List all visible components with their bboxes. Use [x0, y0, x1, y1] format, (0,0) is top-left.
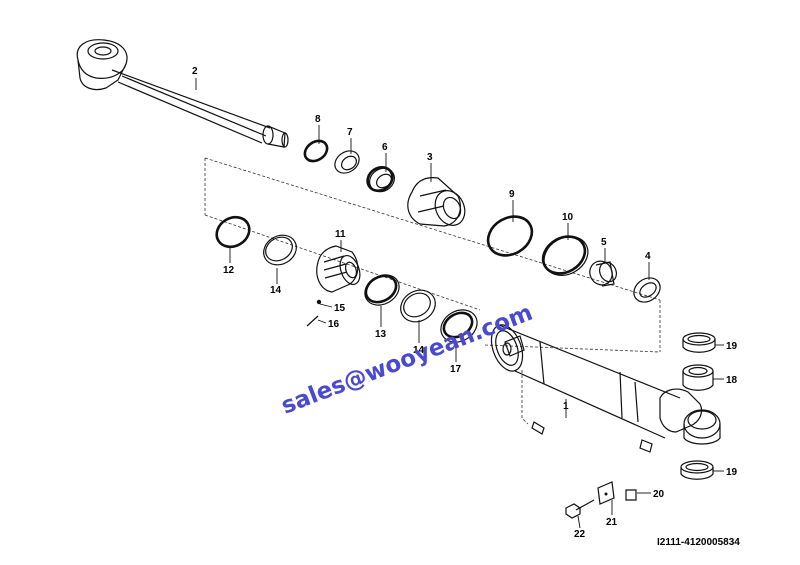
o-ring-9 — [486, 215, 534, 257]
part-label-13: 13 — [375, 329, 387, 340]
part-label-18: 18 — [726, 375, 738, 386]
o-ring-12 — [215, 215, 251, 249]
seal-ring-19-bottom — [680, 460, 714, 480]
part-label-14-right: 14 — [413, 345, 425, 356]
part-label-1: 1 — [563, 401, 569, 412]
cylinder-head-3 — [407, 177, 466, 227]
part-label-15: 15 — [334, 303, 346, 314]
seal-7 — [334, 150, 360, 174]
part-label-14-left: 14 — [270, 285, 282, 296]
part-label-21: 21 — [606, 517, 618, 528]
bushing-5 — [589, 260, 617, 287]
part-label-16: 16 — [328, 319, 340, 330]
part-label-22: 22 — [574, 529, 586, 540]
part-label-7: 7 — [347, 127, 353, 138]
ring-4 — [633, 277, 661, 303]
spherical-bearing-18 — [682, 364, 714, 391]
part-label-20: 20 — [653, 489, 665, 500]
part-label-6: 6 — [382, 142, 388, 153]
part-label-5: 5 — [601, 237, 607, 248]
part-label-19-top: 19 — [726, 341, 738, 352]
seal-ring-19-top — [682, 332, 716, 353]
part-label-19-bottom: 19 — [726, 467, 738, 478]
backup-ring-10 — [541, 235, 589, 276]
hydraulic-tube-20 — [529, 421, 637, 501]
part-labels: 2 8 7 6 3 9 10 5 4 11 12 14 15 16 13 14 … — [192, 66, 738, 540]
drawing-reference: I2111-4120005834 — [657, 537, 740, 548]
part-label-11: 11 — [335, 229, 346, 240]
clamp-21 — [597, 481, 615, 505]
piston-rod — [76, 39, 289, 148]
part-label-12: 12 — [223, 265, 235, 276]
part-label-4: 4 — [645, 251, 651, 262]
part-label-2: 2 — [192, 66, 198, 77]
leader-lines — [195, 78, 724, 529]
part-label-8: 8 — [315, 114, 321, 125]
backup-ring-14-right — [400, 289, 436, 323]
part-label-9: 9 — [509, 189, 515, 200]
backup-ring-14-left — [263, 234, 297, 266]
set-screw-15 — [316, 299, 322, 305]
backup-ring-13 — [364, 274, 400, 306]
bolt-22 — [565, 499, 595, 519]
piston-11 — [316, 245, 361, 293]
o-ring-8 — [303, 139, 329, 163]
assembly-dashed-outline — [204, 157, 661, 425]
part-label-3: 3 — [427, 152, 433, 163]
seal-17 — [440, 309, 478, 343]
wiper-ring-6 — [366, 166, 395, 193]
cylinder-barrel-1 — [490, 324, 721, 453]
part-label-17: 17 — [450, 364, 462, 375]
pin-16 — [306, 315, 319, 327]
part-label-10: 10 — [562, 212, 574, 223]
